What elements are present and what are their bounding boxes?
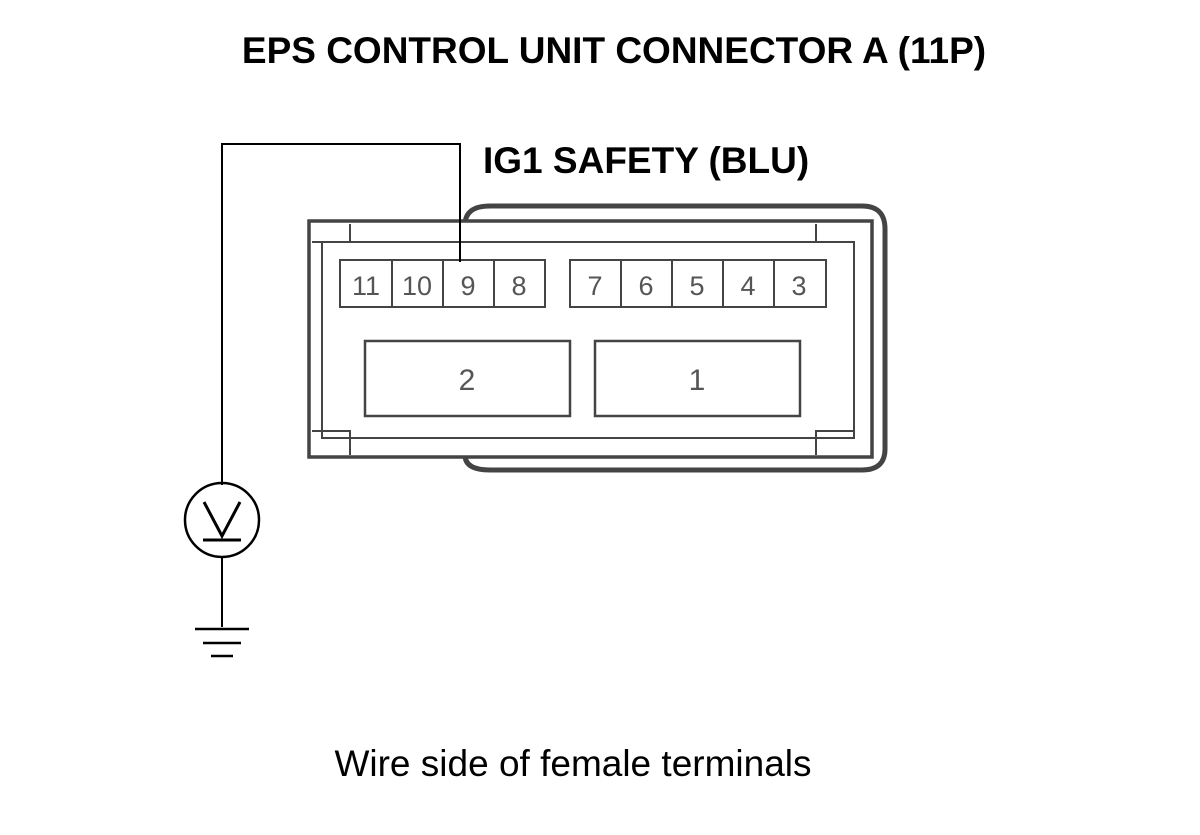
connector-housing: [307, 203, 888, 473]
terminal-1-box: [593, 339, 802, 418]
voltmeter-v: [202, 501, 242, 540]
terminal-5: 5: [689, 271, 704, 301]
corner-notch-br: [815, 430, 854, 455]
voltmeter-icon: [183, 481, 261, 559]
probe-wire: [221, 143, 461, 485]
terminal-11: 11: [352, 271, 380, 301]
diagram-caption: Wire side of female terminals: [334, 743, 811, 784]
terminal-group-upper-left: [339, 259, 546, 308]
terminal-group-lower: [363, 339, 802, 418]
terminal-group-upper-right: [569, 259, 827, 308]
terminal-8: 8: [511, 271, 526, 301]
connector-rear-shell: [462, 203, 888, 473]
terminal-10: 10: [402, 271, 432, 301]
wire-label: IG1 SAFETY (BLU): [483, 140, 809, 181]
terminal-2-box: [363, 339, 572, 418]
terminal-group-upper-right-outline: [569, 259, 827, 308]
terminal-7: 7: [587, 271, 602, 301]
terminal-3: 3: [791, 271, 806, 301]
corner-notch-bl: [312, 430, 351, 455]
connector-front-face: [307, 219, 874, 459]
ground-icon: [195, 627, 249, 658]
terminal-1: 1: [689, 364, 706, 397]
diagram-title: EPS CONTROL UNIT CONNECTOR A (11P): [242, 30, 986, 71]
terminal-9: 9: [460, 271, 475, 301]
corner-notch-tr: [815, 224, 854, 243]
connector-inner-face: [321, 241, 855, 439]
terminal-2: 2: [459, 364, 476, 397]
voltmeter-circle: [183, 481, 261, 559]
corner-notch-tl: [312, 224, 351, 243]
terminal-6: 6: [638, 271, 653, 301]
terminal-4: 4: [740, 271, 755, 301]
